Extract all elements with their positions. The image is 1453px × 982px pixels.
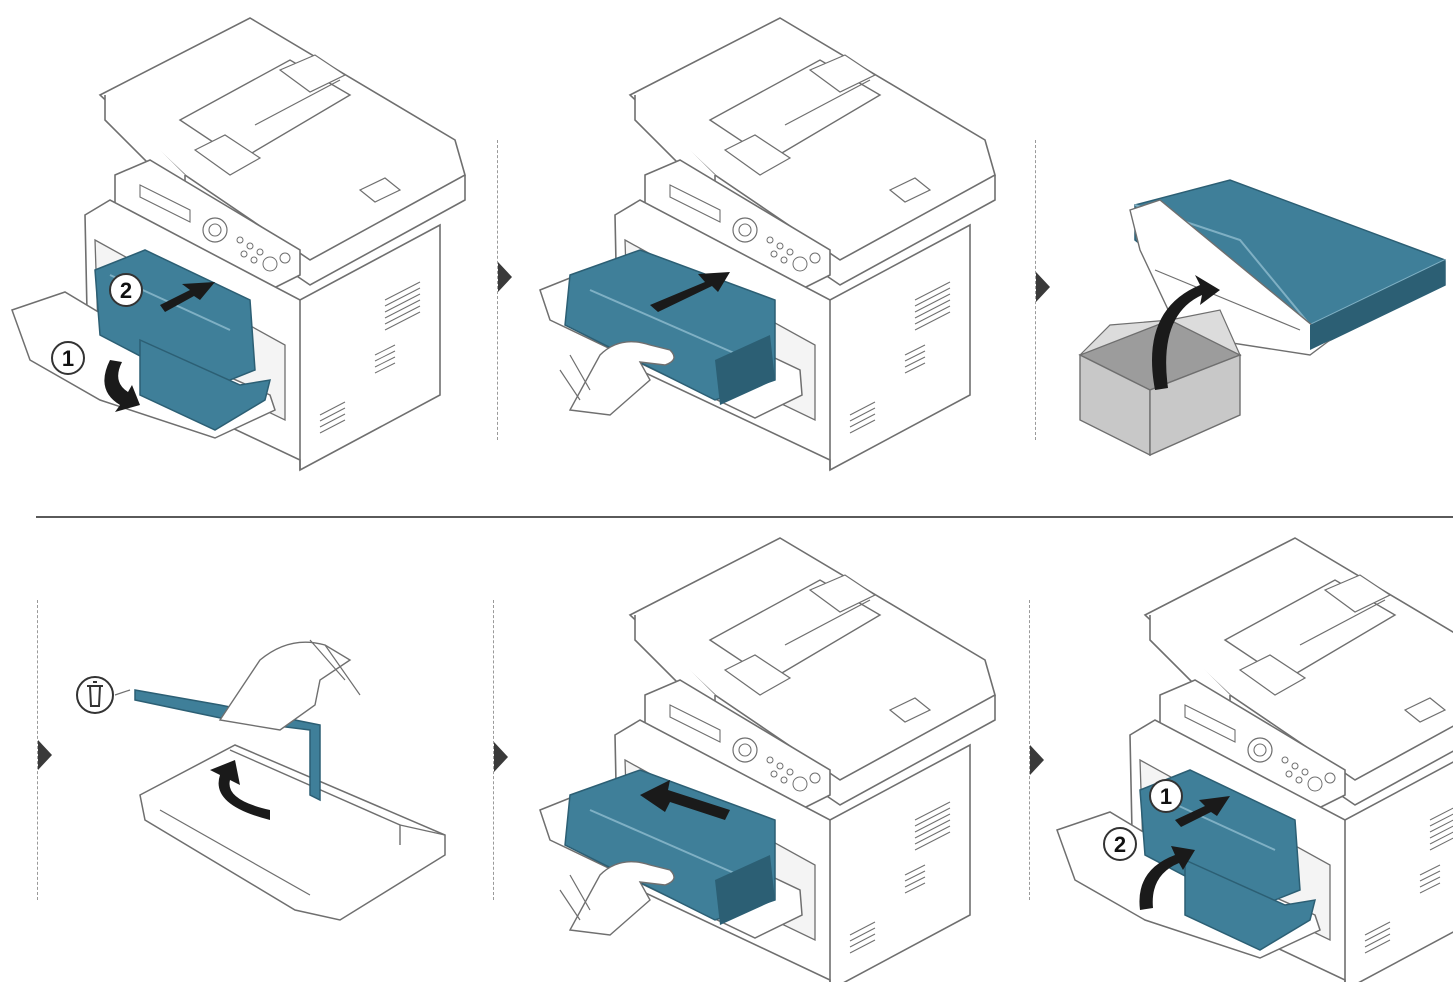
remove-protector-illustration	[76, 639, 446, 921]
hand	[568, 341, 675, 416]
pull-arrow	[160, 282, 215, 312]
svg-text:2: 2	[1114, 832, 1126, 857]
trash-bin-icon	[76, 676, 114, 714]
printer-illustration	[539, 17, 996, 471]
step-arrow-3	[1036, 272, 1050, 302]
step-5-panel	[530, 520, 1010, 982]
step-separator-5	[1029, 600, 1030, 900]
step-arrow-2	[498, 262, 512, 292]
step-separator-2	[1035, 140, 1036, 440]
step-separator-4	[493, 600, 494, 900]
printer-illustration	[1056, 537, 1453, 982]
step-3-panel	[1060, 160, 1453, 470]
printer-illustration	[539, 537, 996, 982]
pull-arrow	[650, 272, 730, 312]
step-1-panel: 1 2	[0, 0, 490, 480]
svg-text:2: 2	[120, 278, 132, 303]
lift-arrow	[1152, 275, 1220, 390]
unpack-illustration	[1078, 179, 1446, 457]
step-4-panel	[70, 620, 470, 940]
printer-illustration	[11, 17, 466, 471]
lift-arrow	[210, 760, 270, 820]
step-6-badge-2: 2	[1100, 824, 1140, 864]
open-arrow	[104, 360, 140, 412]
step-separator-3	[37, 600, 38, 900]
step-6-panel: 1 2	[1045, 520, 1453, 982]
step-arrow-6	[1030, 745, 1044, 775]
step-6-badge-1: 1	[1146, 776, 1186, 816]
hand	[568, 861, 675, 936]
row-divider	[36, 516, 1453, 518]
close-arrow	[1139, 846, 1195, 910]
hand	[218, 641, 352, 731]
step-1-badge-2: 2	[106, 270, 146, 310]
svg-text:1: 1	[1160, 784, 1172, 809]
push-arrow	[1175, 796, 1230, 827]
step-2-panel	[530, 0, 1010, 480]
step-arrow-5	[494, 742, 508, 772]
step-separator-1	[497, 140, 498, 440]
step-arrow-4	[38, 740, 52, 770]
svg-text:1: 1	[62, 346, 74, 371]
push-arrow	[640, 780, 730, 820]
step-1-badge-1: 1	[48, 338, 88, 378]
